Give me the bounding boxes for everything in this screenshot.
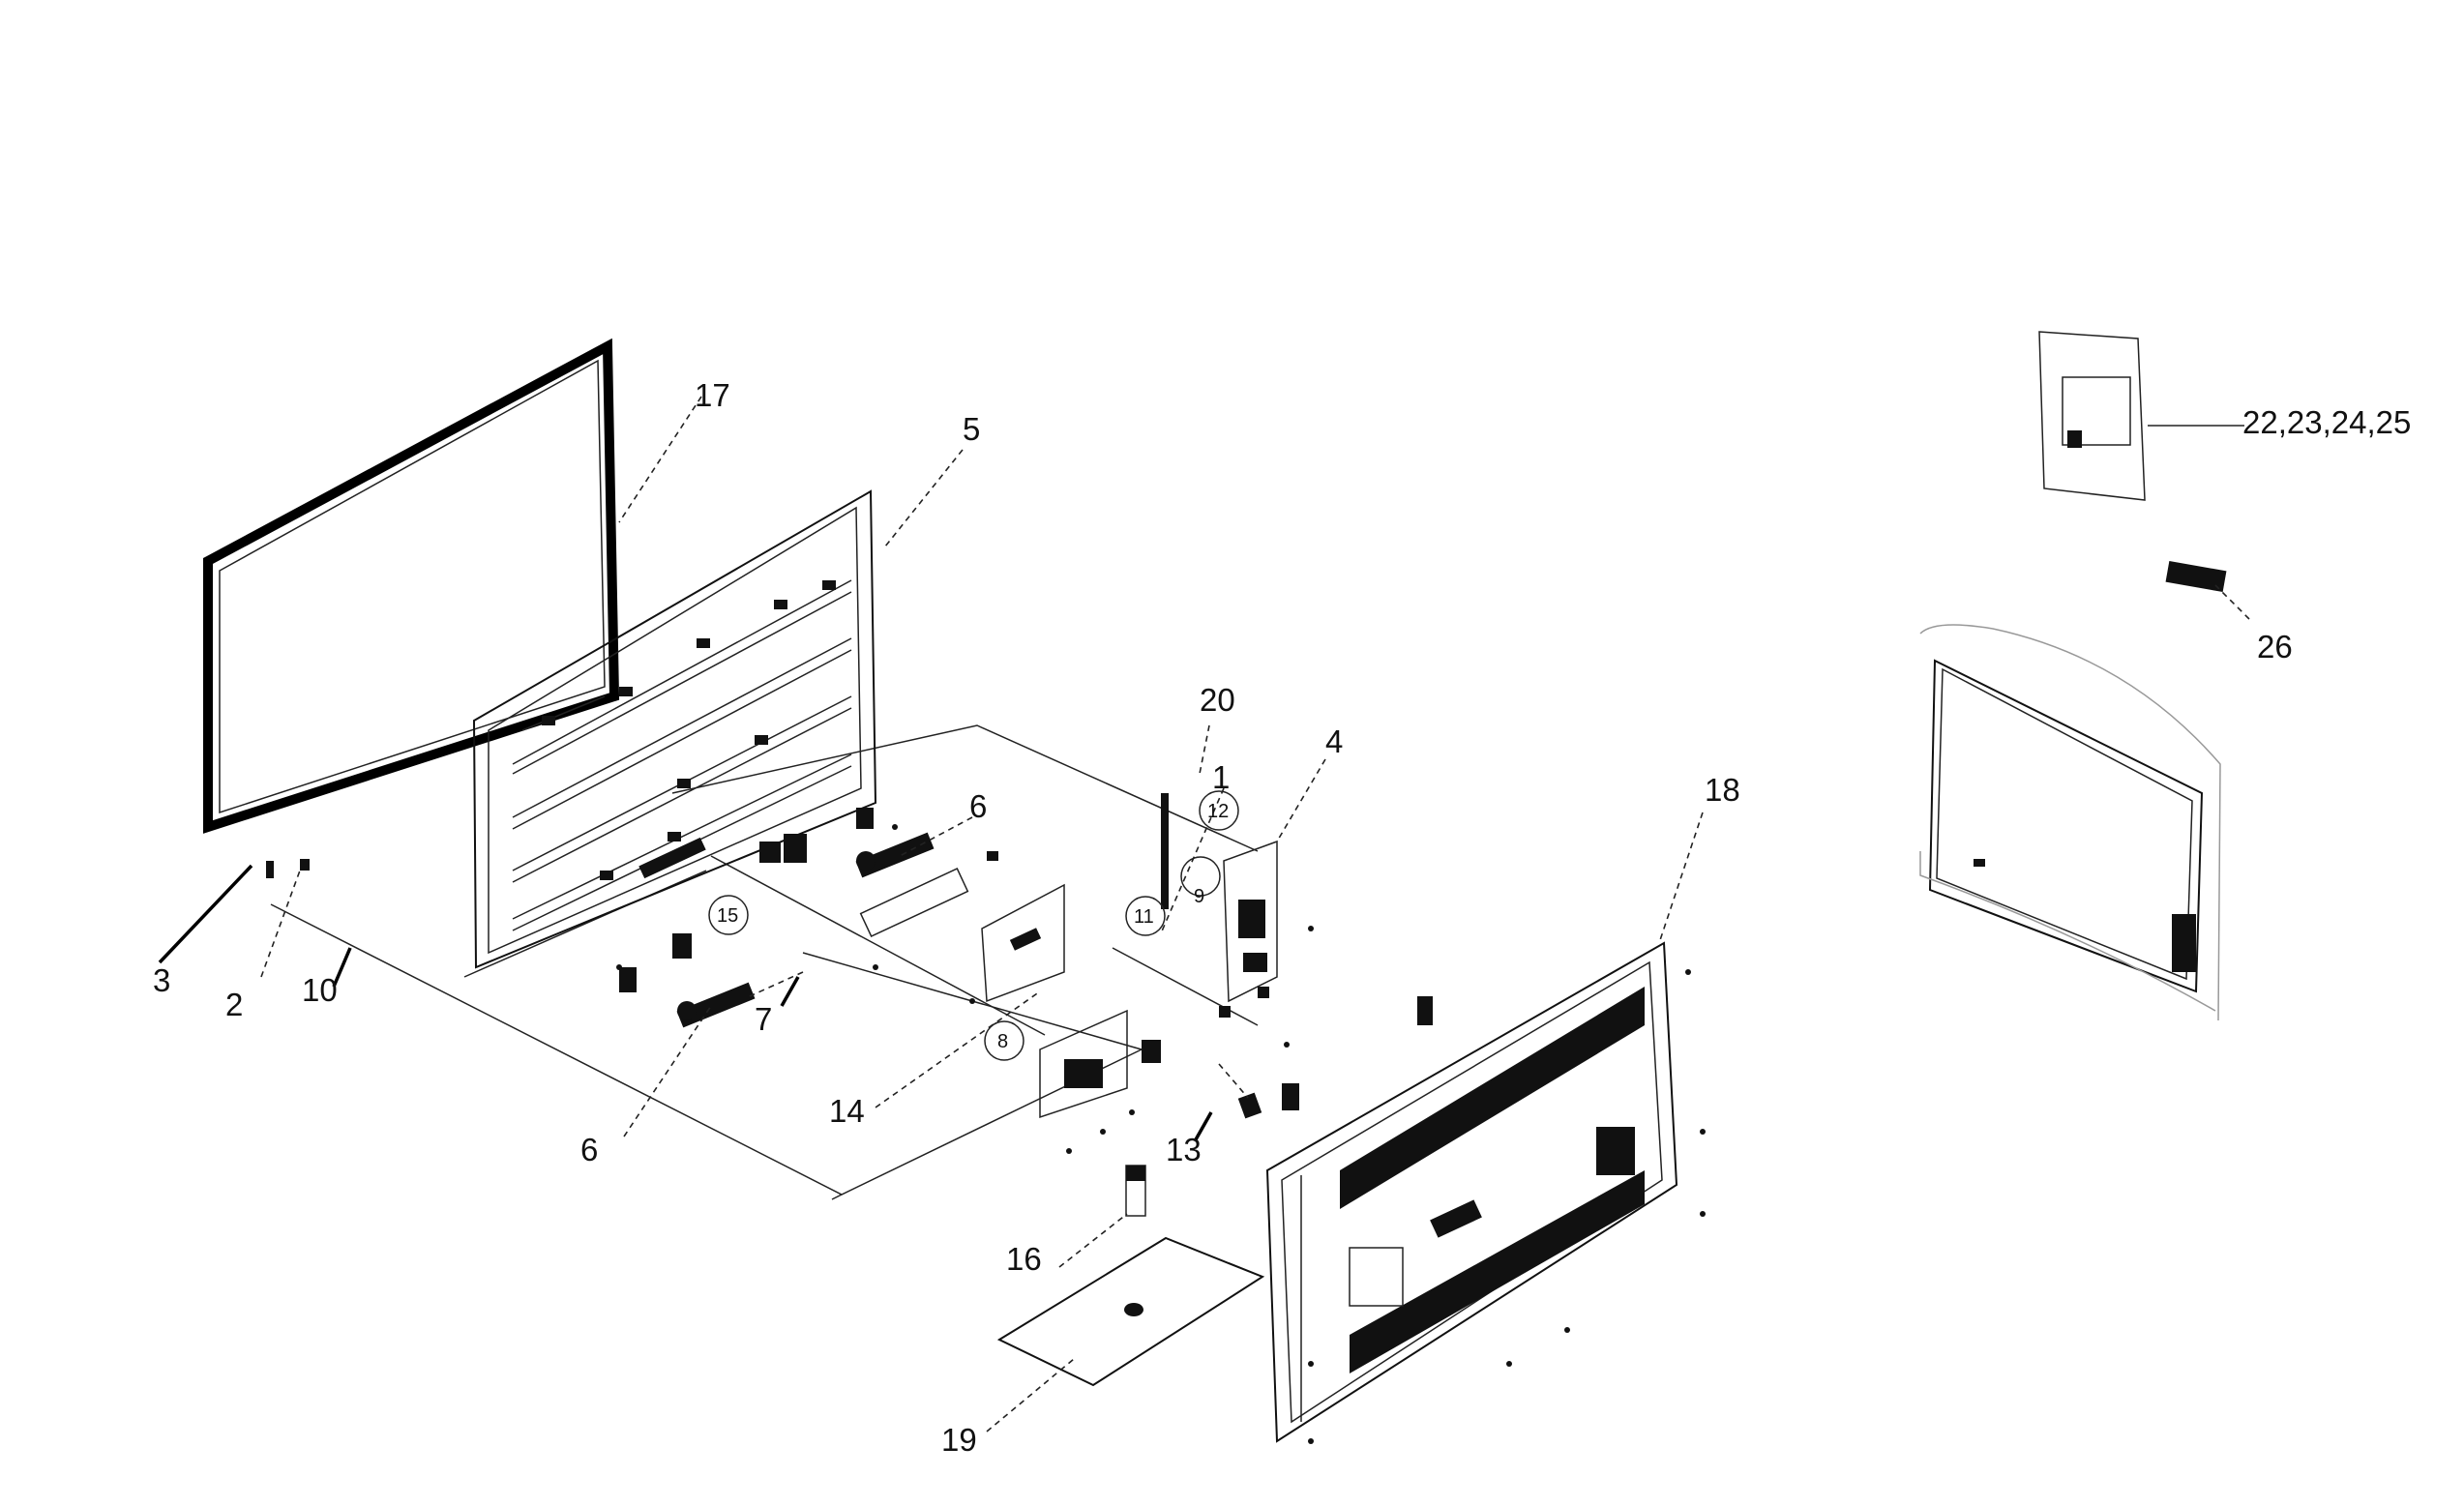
package-inset bbox=[1919, 331, 2227, 1021]
callout-1: 1 bbox=[1212, 759, 1230, 795]
callout-4: 4 bbox=[1325, 723, 1343, 759]
callout-19: 19 bbox=[941, 1422, 977, 1458]
callout-26: 26 bbox=[2257, 629, 2293, 664]
callout-2: 2 bbox=[225, 987, 243, 1022]
chassis-small-parts bbox=[266, 808, 998, 992]
callout-9: 9 bbox=[1194, 886, 1204, 907]
callout-12: 12 bbox=[1207, 801, 1229, 822]
callout-10: 10 bbox=[302, 972, 338, 1008]
cable-plug bbox=[1237, 1092, 1262, 1119]
callout-6a: 6 bbox=[969, 788, 987, 824]
callout-17: 17 bbox=[695, 377, 730, 413]
callout-14: 14 bbox=[829, 1093, 865, 1129]
boards bbox=[859, 793, 1278, 1119]
lcd-panel bbox=[203, 338, 620, 834]
callout-6b: 6 bbox=[580, 1132, 598, 1167]
callout-16: 16 bbox=[1006, 1241, 1042, 1277]
circled-callouts bbox=[708, 790, 1239, 1061]
speakers bbox=[676, 832, 935, 1028]
screws bbox=[616, 824, 1706, 1444]
callout-13: 13 bbox=[1166, 1132, 1202, 1167]
callout-5: 5 bbox=[963, 411, 980, 447]
callout-7: 7 bbox=[755, 1001, 772, 1037]
leader-lines bbox=[158, 396, 2250, 1432]
callout-labels: 1 2 3 4 5 6 6 7 8 9 10 11 12 13 14 15 16… bbox=[153, 377, 2411, 1458]
chassis-frame bbox=[472, 489, 877, 969]
callout-20: 20 bbox=[1200, 682, 1235, 718]
callout-22-25: 22,23,24,25 bbox=[2242, 404, 2411, 440]
callout-3: 3 bbox=[153, 962, 170, 998]
callout-15: 15 bbox=[717, 905, 738, 927]
callout-11: 11 bbox=[1134, 906, 1154, 928]
callout-8: 8 bbox=[997, 1031, 1008, 1052]
callout-18: 18 bbox=[1705, 772, 1740, 808]
stand bbox=[996, 1165, 1265, 1387]
back-cover bbox=[1265, 941, 1678, 1443]
